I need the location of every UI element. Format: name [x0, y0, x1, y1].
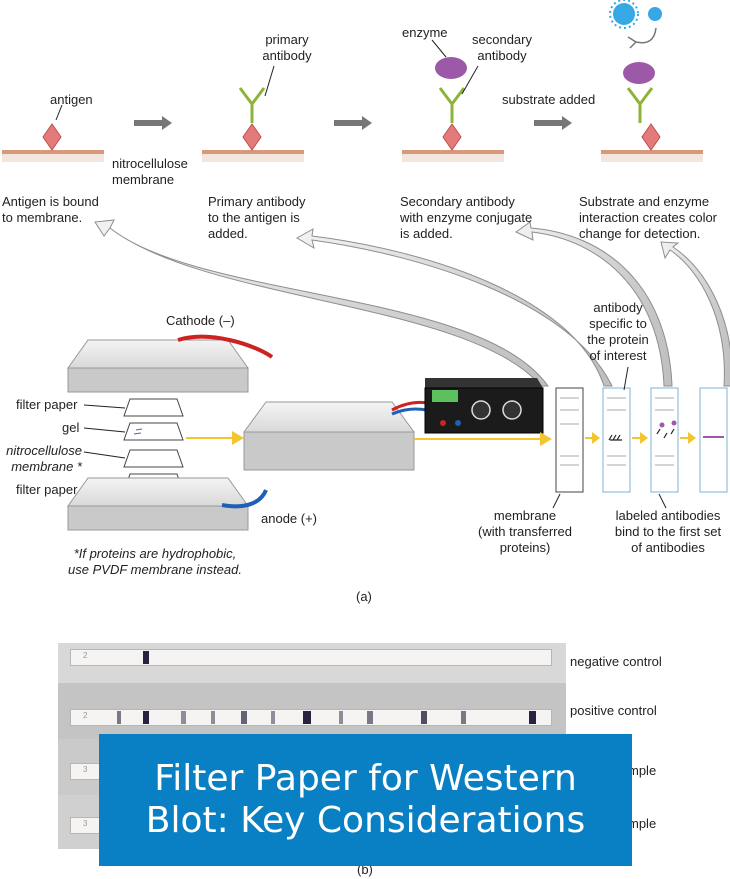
- color-burst-icon: [613, 3, 635, 25]
- caption-step-1: Antigen is bound to membrane.: [2, 194, 99, 225]
- membrane-stage-2: [202, 65, 304, 162]
- enzyme-icon: [435, 57, 467, 79]
- cathode-plate: [67, 334, 274, 393]
- curved-arrows: [94, 219, 730, 387]
- membrane-strip-4: [699, 387, 728, 493]
- negative-control-label: negative control: [570, 654, 662, 669]
- sample-label-1: mple: [628, 763, 657, 778]
- primary-antibody-icon: [238, 87, 266, 123]
- strip-positive: 2: [70, 709, 552, 726]
- step-arrow-2: [334, 116, 372, 130]
- pvdf-footnote: *If proteins are hydrophobic, use PVDF m…: [68, 546, 242, 577]
- membrane-strip-3: [650, 387, 679, 493]
- gel-label: gel: [62, 420, 80, 435]
- membrane-stage-4: [601, 0, 703, 162]
- yellow-arrow-1: [186, 431, 244, 445]
- step-arrow-1: [134, 116, 172, 130]
- caption-step-2: Primary antibody to the antigen is added…: [208, 194, 306, 241]
- step-arrow-3: [534, 116, 572, 130]
- antigen-label: antigen: [50, 92, 93, 107]
- antigen-icon: [242, 123, 262, 151]
- antibody-icon: [626, 87, 654, 123]
- yellow-arrow-2: [414, 432, 552, 446]
- title-banner: Filter Paper for Western Blot: Key Consi…: [99, 734, 632, 866]
- membrane-stage-1: [2, 104, 104, 162]
- anode-label: anode (+): [261, 511, 318, 526]
- substrate-added-label: substrate added: [502, 92, 596, 107]
- membrane-transferred-label: membrane (with transferred proteins): [478, 508, 572, 555]
- antigen-icon: [442, 123, 462, 151]
- filter-paper-top-label: filter paper: [16, 397, 78, 412]
- nitrocellulose-membrane-asterisk-label: nitrocellulose membrane *: [6, 443, 82, 474]
- positive-control-label: positive control: [570, 703, 657, 718]
- transfer-unit: [243, 401, 415, 471]
- banner-title: Filter Paper for Western Blot: Key Consi…: [145, 758, 586, 841]
- substrate-dot-icon: [648, 7, 662, 21]
- labeled-antibodies-label: labeled antibodies bind to the first set…: [614, 508, 722, 555]
- panel-label-a: (a): [356, 589, 372, 604]
- secondary-antibody-label: secondary antibody: [472, 32, 532, 63]
- power-display: [432, 390, 458, 402]
- membrane-stage-3: [402, 39, 504, 162]
- secondary-antibody-icon: [438, 87, 466, 123]
- primary-antibody-label: primary antibody: [262, 32, 312, 63]
- antigen-icon: [42, 123, 62, 151]
- membrane-strip-2: [602, 387, 631, 493]
- enzyme-label: enzyme: [402, 25, 448, 40]
- nitrocellulose-membrane-label: nitrocellulose membrane: [112, 156, 188, 187]
- cathode-label: Cathode (–): [166, 313, 235, 328]
- strip-negative: 2: [70, 649, 552, 666]
- enzyme-icon: [623, 62, 655, 84]
- power-supply: [424, 378, 544, 434]
- filter-paper-bottom-label: filter paper: [16, 482, 78, 497]
- antigen-icon: [641, 123, 661, 151]
- anode-plate: [67, 477, 268, 531]
- sample-label-2: mple: [628, 816, 657, 831]
- caption-step-3: Secondary antibody with enzyme conjugate…: [400, 194, 533, 241]
- membrane-strip-1: [555, 387, 584, 493]
- caption-step-4: Substrate and enzyme interaction creates…: [579, 194, 718, 241]
- antibody-specific-label: antibody specific to the protein of inte…: [587, 300, 649, 363]
